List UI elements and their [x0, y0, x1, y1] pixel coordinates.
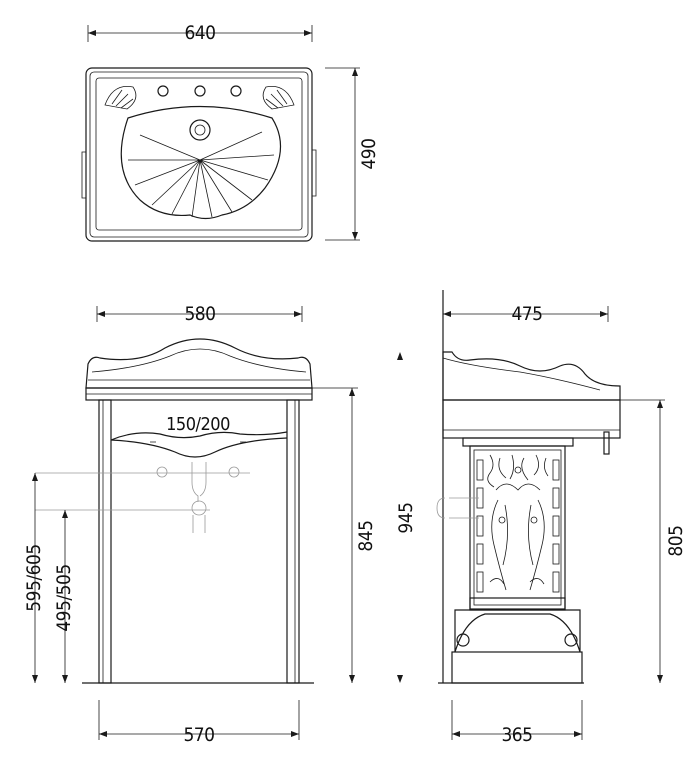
front-basin-width-label: 580 — [184, 303, 215, 325]
top-width-label: 640 — [184, 22, 215, 44]
top-depth-label: 490 — [358, 138, 380, 169]
side-frame-depth-label: 365 — [501, 724, 532, 746]
front-waste-label: 150/200 — [166, 414, 230, 435]
side-height-label: 945 — [395, 502, 417, 533]
front-view: 580 150/200 — [23, 303, 377, 746]
side-rim-height-label: 805 — [665, 525, 687, 556]
front-tap-height-label: 595/605 — [23, 544, 45, 612]
front-frame-width-label: 570 — [183, 724, 214, 746]
side-depth-label: 475 — [511, 303, 542, 325]
front-waste-height-label: 495/505 — [53, 564, 75, 632]
top-view: 640 490 — [81, 22, 380, 242]
front-overall-height-label: 845 — [355, 520, 377, 551]
side-view: 475 — [395, 290, 687, 746]
